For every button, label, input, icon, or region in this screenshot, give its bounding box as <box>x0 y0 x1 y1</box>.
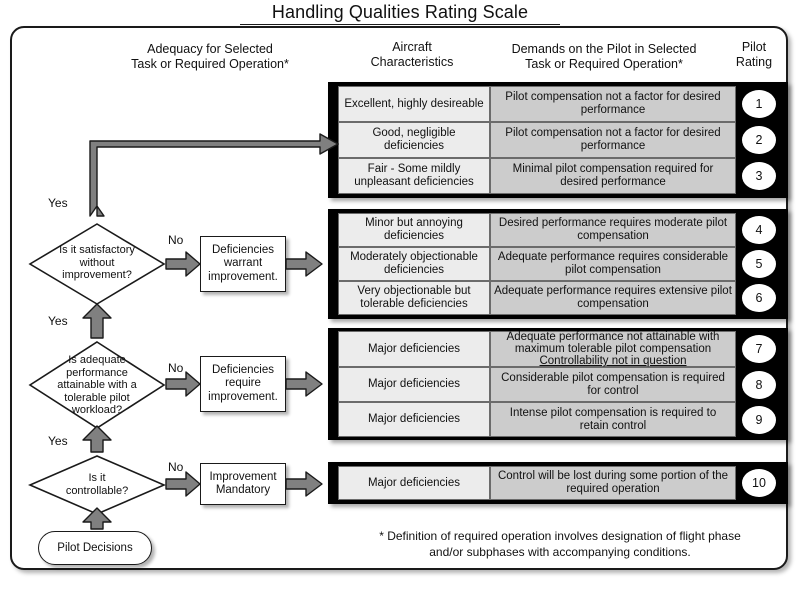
process-box-line2: Mandatory <box>215 484 271 496</box>
footnote-line2: and/or subphases with accompanying condi… <box>429 545 691 559</box>
cell-pilot-rating: 5 <box>736 247 782 281</box>
terminator-pilot-decisions: Pilot Decisions <box>38 531 152 565</box>
cell-demands-line3: Controllability not in question <box>539 355 687 367</box>
column-header-aircraft-line2: Characteristics <box>370 55 454 69</box>
table-row: Major deficiencies Control will be lost … <box>338 466 782 500</box>
process-box-improvement-mandatory: Improvement Mandatory <box>200 463 286 505</box>
column-header-rating-line2: Rating <box>735 55 773 69</box>
cell-aircraft-characteristics: Good, negligible deficiencies <box>338 122 490 158</box>
diamond-shape <box>28 341 166 429</box>
process-box-deficiencies-require: Deficiencies require improvement. <box>200 356 286 412</box>
rating-group-deficiencies-warrant: Minor but annoying deficiencies Desired … <box>328 209 788 319</box>
rating-circle: 3 <box>742 162 776 190</box>
rating-circle: 8 <box>742 370 776 399</box>
table-row: Major deficiencies Adequate performance … <box>338 331 782 367</box>
rating-group-improvement-mandatory: Major deficiencies Control will be lost … <box>328 462 788 504</box>
cell-aircraft-characteristics: Major deficiencies <box>338 367 490 402</box>
cell-demands-on-pilot: Considerable pilot compensation is requi… <box>490 367 736 402</box>
decision-is-adequate-performance: Is adequate performance attainable with … <box>28 340 166 430</box>
cell-demands-on-pilot: Control will be lost during some portion… <box>490 466 736 500</box>
cell-pilot-rating: 9 <box>736 402 782 437</box>
column-header-adequacy-line2: Task or Required Operation* <box>131 57 289 71</box>
rating-circle: 1 <box>742 90 776 118</box>
rating-circle: 4 <box>742 216 776 244</box>
column-header-rating-line1: Pilot <box>741 40 767 54</box>
table-row: Good, negligible deficiencies Pilot comp… <box>338 122 782 158</box>
cell-demands-on-pilot: Minimal pilot compensation required for … <box>490 158 736 194</box>
cell-demands-on-pilot: Desired performance requires moderate pi… <box>490 213 736 247</box>
footnote: * Definition of required operation invol… <box>360 528 760 560</box>
edge-label-no-1: No <box>168 233 184 247</box>
table-row: Fair - Some mildly unpleasant deficienci… <box>338 158 782 194</box>
title-underline <box>240 24 560 25</box>
process-box-line2: warrant <box>223 257 263 270</box>
footnote-line1: * Definition of required operation invol… <box>379 529 741 543</box>
cell-aircraft-characteristics: Excellent, highly desireable <box>338 86 490 122</box>
column-header-aircraft-characteristics: Aircraft Characteristics <box>332 40 492 70</box>
column-header-pilot-rating: Pilot Rating <box>724 40 784 70</box>
decision-is-it-controllable: Is it controllable? <box>27 454 167 516</box>
column-header-demands-line1: Demands on the Pilot in Selected <box>511 42 697 56</box>
cell-demands-line2: maximum tolerable pilot compensation <box>514 343 712 355</box>
process-box-line2: require <box>225 377 261 390</box>
cell-pilot-rating: 4 <box>736 213 782 247</box>
cell-pilot-rating: 7 <box>736 331 782 367</box>
process-box-line1: Deficiencies <box>212 363 274 376</box>
column-header-demands: Demands on the Pilot in Selected Task or… <box>470 42 738 72</box>
process-box-deficiencies-warrant: Deficiencies warrant improvement. <box>200 236 286 292</box>
edge-label-yes-3: Yes <box>48 434 68 448</box>
table-row: Excellent, highly desireable Pilot compe… <box>338 86 782 122</box>
cell-pilot-rating: 2 <box>736 122 782 158</box>
process-box-line1: Improvement <box>209 470 277 483</box>
cell-aircraft-characteristics: Fair - Some mildly unpleasant deficienci… <box>338 158 490 194</box>
cell-demands-on-pilot: Intense pilot compensation is required t… <box>490 402 736 437</box>
cell-pilot-rating: 8 <box>736 367 782 402</box>
cell-demands-on-pilot: Pilot compensation not a factor for desi… <box>490 122 736 158</box>
cell-aircraft-characteristics: Major deficiencies <box>338 331 490 367</box>
column-header-adequacy: Adequacy for Selected Task or Required O… <box>60 42 360 72</box>
column-header-aircraft-line1: Aircraft <box>392 40 432 54</box>
rating-circle: 10 <box>742 469 776 497</box>
column-header-demands-line2: Task or Required Operation* <box>525 57 683 71</box>
rating-group-deficiencies-require: Major deficiencies Adequate performance … <box>328 328 788 440</box>
table-row: Moderately objectionable deficiencies Ad… <box>338 247 782 281</box>
rating-circle: 9 <box>742 405 776 434</box>
diamond-shape <box>28 223 166 305</box>
decision-is-it-satisfactory: Is it satisfactory without improvement? <box>28 222 166 306</box>
edge-label-yes-2: Yes <box>48 314 68 328</box>
cell-pilot-rating: 10 <box>736 466 782 500</box>
rating-circle: 2 <box>742 126 776 154</box>
edge-label-no-2: No <box>168 361 184 375</box>
process-box-line3: improvement. <box>208 390 278 403</box>
cell-aircraft-characteristics: Major deficiencies <box>338 402 490 437</box>
rating-circle: 5 <box>742 250 776 278</box>
table-row: Major deficiencies Considerable pilot co… <box>338 367 782 402</box>
rating-group-satisfactory: Excellent, highly desireable Pilot compe… <box>328 82 788 198</box>
cell-demands-line1: Adequate performance not attainable with <box>506 331 720 343</box>
edge-label-yes-1: Yes <box>48 196 68 210</box>
terminator-label: Pilot Decisions <box>57 542 133 554</box>
cell-demands-on-pilot: Adequate performance requires considerab… <box>490 247 736 281</box>
edge-label-no-3: No <box>168 460 184 474</box>
rating-circle: 6 <box>742 284 776 312</box>
table-row: Major deficiencies Intense pilot compens… <box>338 402 782 437</box>
cell-pilot-rating: 6 <box>736 281 782 315</box>
column-header-adequacy-line1: Adequacy for Selected <box>147 42 273 56</box>
table-row: Minor but annoying deficiencies Desired … <box>338 213 782 247</box>
table-row: Very objectionable but tolerable deficie… <box>338 281 782 315</box>
cell-demands-on-pilot: Adequate performance not attainable with… <box>490 331 736 367</box>
cell-aircraft-characteristics: Minor but annoying deficiencies <box>338 213 490 247</box>
cell-demands-on-pilot: Pilot compensation not a factor for desi… <box>490 86 736 122</box>
cell-pilot-rating: 3 <box>736 158 782 194</box>
cell-aircraft-characteristics: Very objectionable but tolerable deficie… <box>338 281 490 315</box>
diamond-shape <box>27 455 167 515</box>
process-box-line1: Deficiencies <box>212 243 274 256</box>
page-title: Handling Qualities Rating Scale <box>271 2 529 22</box>
cell-aircraft-characteristics: Moderately objectionable deficiencies <box>338 247 490 281</box>
cell-demands-on-pilot: Adequate performance requires extensive … <box>490 281 736 315</box>
rating-circle: 7 <box>742 335 776 363</box>
cell-aircraft-characteristics: Major deficiencies <box>338 466 490 500</box>
cell-pilot-rating: 1 <box>736 86 782 122</box>
process-box-line3: improvement. <box>208 270 278 283</box>
